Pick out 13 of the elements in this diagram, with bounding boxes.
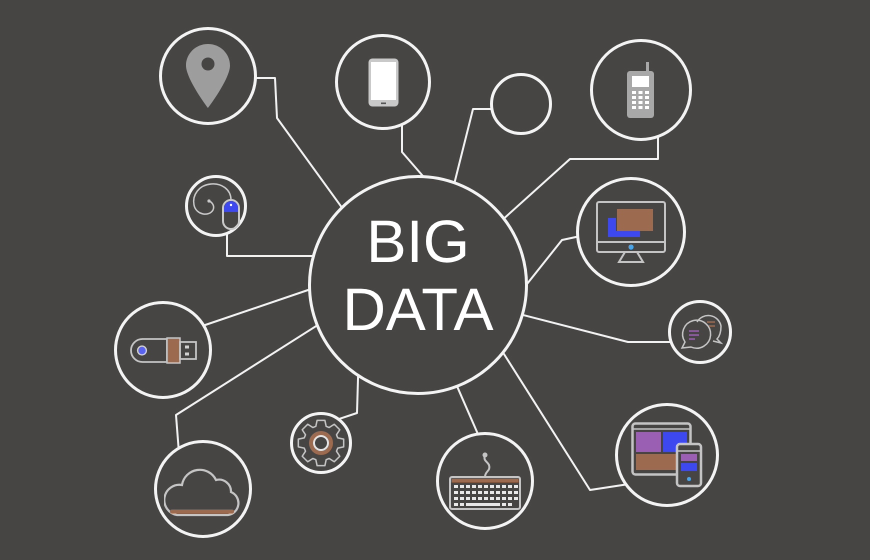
connector-line bbox=[256, 77, 343, 208]
connector-line bbox=[203, 288, 310, 326]
connector-line bbox=[502, 352, 626, 491]
connector-line bbox=[503, 136, 659, 220]
connector-line bbox=[522, 314, 672, 343]
connector-line bbox=[526, 236, 578, 286]
connector-line bbox=[175, 324, 318, 448]
hub-title: BIG DATA bbox=[341, 208, 495, 345]
connector-line bbox=[338, 375, 360, 420]
connector-line bbox=[401, 124, 424, 178]
connector-line bbox=[456, 386, 479, 434]
connector-line bbox=[454, 108, 492, 184]
connector-line bbox=[226, 233, 314, 257]
